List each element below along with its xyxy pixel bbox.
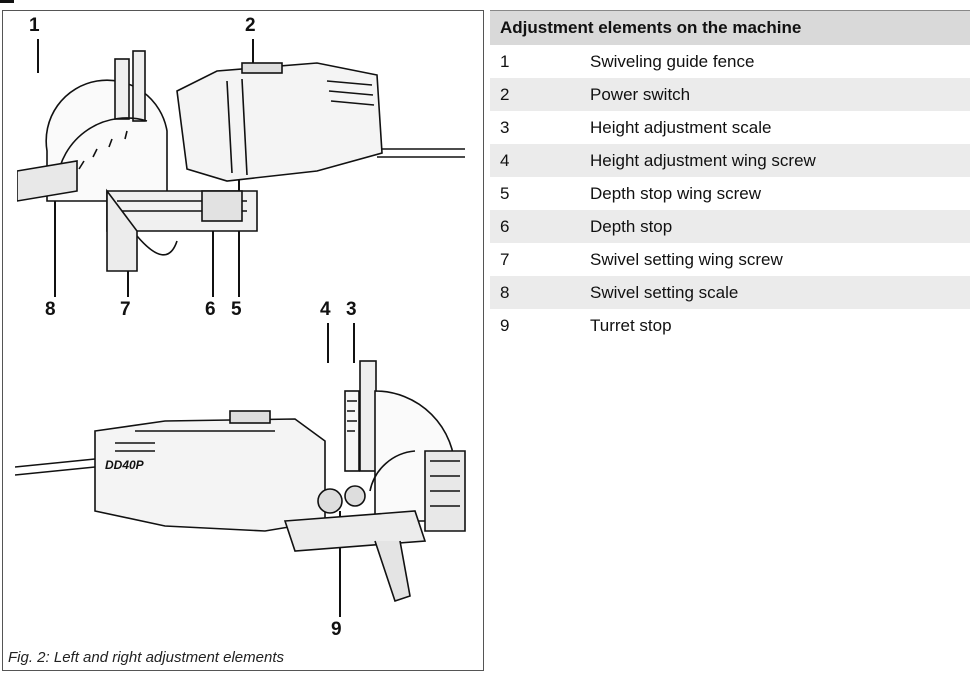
leader-line-8 — [54, 181, 56, 297]
row-number: 6 — [500, 216, 510, 236]
callout-8: 8 — [45, 299, 56, 320]
table-row: 6 Depth stop — [490, 210, 970, 243]
leader-line-2 — [252, 39, 254, 67]
figure-panel: 1 2 8 7 6 5 4 3 9 — [2, 10, 484, 671]
row-description: Height adjustment scale — [590, 117, 772, 137]
row-number: 3 — [500, 117, 510, 137]
leader-line-9 — [339, 511, 341, 617]
table-row: 2 Power switch — [490, 78, 970, 111]
row-description: Height adjustment wing screw — [590, 150, 816, 170]
table-row: 9 Turret stop — [490, 309, 970, 342]
leader-line-6 — [212, 201, 214, 297]
table-row: 3 Height adjustment scale — [490, 111, 970, 144]
machine-right-view-illustration: DD40P — [15, 360, 466, 603]
row-description: Turret stop — [590, 315, 672, 335]
row-number: 8 — [500, 282, 510, 302]
table-row: 7 Swivel setting wing screw — [490, 243, 970, 276]
leader-line-5 — [238, 179, 240, 297]
page-top-edge — [0, 0, 972, 12]
table-row: 1 Swiveling guide fence — [490, 45, 970, 78]
row-description: Swivel setting scale — [590, 282, 739, 302]
row-description: Swivel setting wing screw — [590, 249, 783, 269]
leader-line-4 — [327, 323, 329, 363]
callout-9: 9 — [331, 619, 342, 640]
leader-line-3 — [353, 323, 355, 363]
row-number: 7 — [500, 249, 510, 269]
table-row: 8 Swivel setting scale — [490, 276, 970, 309]
leader-line-1 — [37, 39, 39, 73]
callout-3: 3 — [346, 299, 357, 320]
row-description: Depth stop wing screw — [590, 183, 762, 203]
table-header-label: Adjustment elements on the machine — [500, 18, 802, 37]
cropped-text-fragment — [0, 0, 14, 11]
machine-left-view-illustration — [17, 50, 465, 272]
callout-6: 6 — [205, 299, 216, 320]
row-number: 5 — [500, 183, 510, 203]
callout-7: 7 — [120, 299, 131, 320]
table-row: 5 Depth stop wing screw — [490, 177, 970, 210]
row-number: 4 — [500, 150, 510, 170]
row-number: 2 — [500, 84, 510, 104]
table-header: Adjustment elements on the machine — [490, 10, 970, 45]
callout-4: 4 — [320, 299, 331, 320]
table-row: 4 Height adjustment wing screw — [490, 144, 970, 177]
model-label: DD40P — [105, 458, 145, 472]
figure-caption: Fig. 2: Left and right adjustment elemen… — [8, 649, 284, 666]
row-description: Swiveling guide fence — [590, 51, 755, 71]
row-number: 1 — [500, 51, 510, 71]
row-description: Power switch — [590, 84, 691, 104]
callout-1: 1 — [29, 15, 40, 36]
row-number: 9 — [500, 315, 510, 335]
row-description: Depth stop — [590, 216, 673, 236]
callout-2: 2 — [245, 15, 256, 36]
callout-5: 5 — [231, 299, 242, 320]
